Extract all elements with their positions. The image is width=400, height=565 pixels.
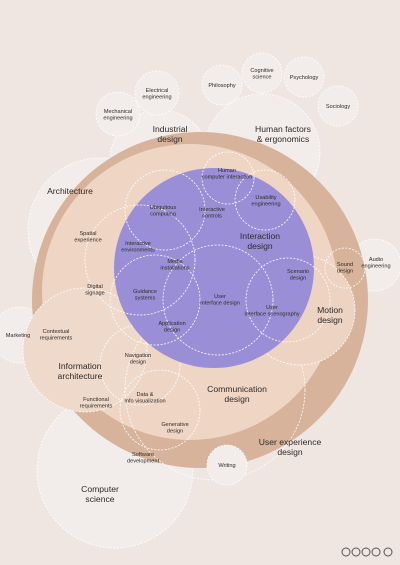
scenography-circle — [245, 257, 331, 343]
writing-label: Writing — [218, 463, 235, 469]
license-icons — [341, 547, 393, 557]
information-architecture-circle — [22, 287, 148, 413]
psychology-label: Psychology — [290, 75, 319, 81]
electrical-engineering-circle — [134, 70, 180, 116]
cc-icon — [341, 547, 351, 557]
sound-design-circle — [324, 247, 366, 289]
mechanical-engineering-circle — [95, 91, 141, 137]
info-icon — [383, 547, 393, 557]
guidance-circle — [109, 254, 201, 346]
data-info-visualization-label: Data &Info visualization — [124, 392, 165, 405]
noncommercial-icon — [361, 547, 371, 557]
hci-circle — [201, 151, 255, 205]
philosophy-label: Philosophy — [208, 83, 236, 89]
ubiquitous-circle — [124, 169, 206, 251]
human-factors-label: Human factors& ergonomics — [255, 124, 311, 144]
usability-circle — [234, 169, 296, 231]
architecture-label: Architecture — [47, 186, 93, 196]
cognitive-science-circle — [241, 52, 283, 94]
dataviz-circle — [119, 369, 201, 451]
writing-circle — [206, 444, 248, 486]
marketing-label: Marketing — [6, 333, 31, 339]
psychology-circle — [283, 56, 325, 98]
interaction-design-circle — [114, 168, 314, 368]
navigation-design-circle — [99, 324, 181, 406]
interactive-environments-circle — [84, 204, 196, 316]
sharealike-icon — [371, 547, 381, 557]
attribution-icon — [351, 547, 361, 557]
sociology-circle — [317, 85, 359, 127]
sociology-label: Sociology — [326, 104, 350, 110]
ui-design-circle — [162, 244, 274, 356]
philosophy-circle — [201, 64, 243, 106]
